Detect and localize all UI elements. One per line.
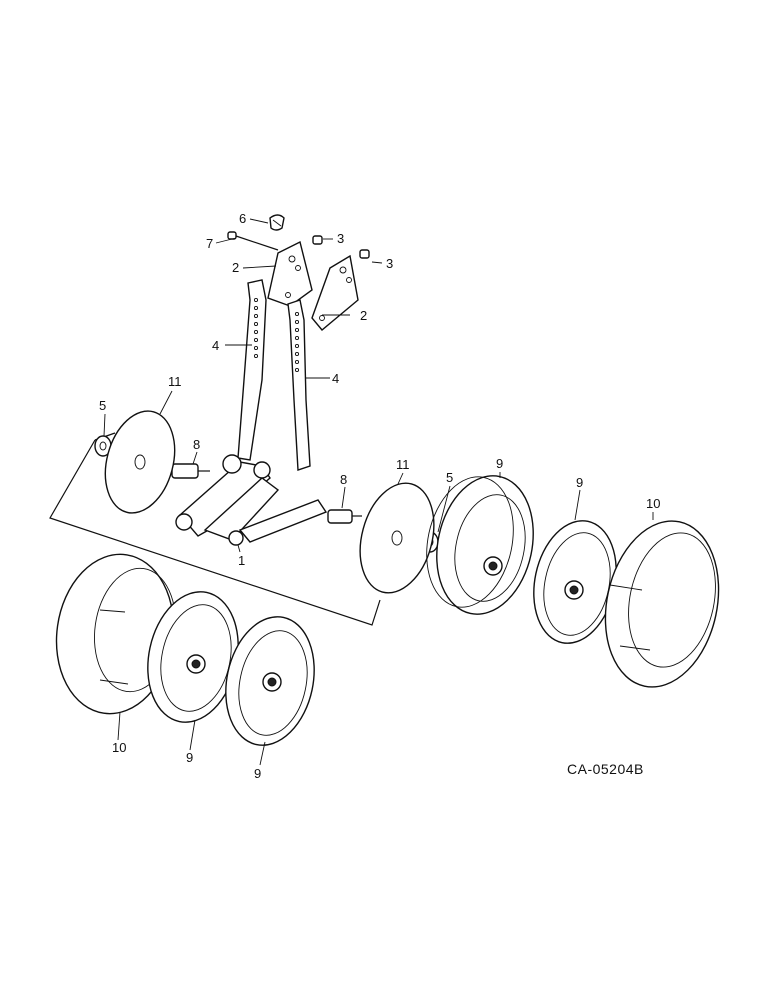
plate-part-left	[267, 240, 313, 307]
callout-10-left: 10	[112, 740, 126, 755]
wheel-part-right-rear	[533, 520, 617, 644]
pin-part-left	[171, 463, 210, 479]
callout-11-right: 11	[396, 457, 410, 472]
frame-part	[175, 454, 328, 546]
nut-part-lower	[359, 249, 370, 259]
drawing-code: CA-05204B	[567, 761, 644, 777]
callout-8-left: 8	[193, 437, 200, 452]
leader-lines	[103, 218, 654, 766]
tire-part-right	[604, 520, 720, 688]
callout-8-right: 8	[340, 472, 347, 487]
arm-part-left	[237, 279, 267, 461]
callout-9-right-rear: 9	[576, 475, 583, 490]
callout-9-right-front: 9	[496, 456, 503, 471]
callout-1: 1	[238, 553, 245, 568]
disc-part-right	[359, 482, 435, 594]
bolt-part	[227, 231, 279, 251]
callout-2-left: 2	[232, 260, 239, 275]
callout-9-left-rear: 9	[254, 766, 261, 781]
callout-5-left: 5	[99, 398, 106, 413]
callout-3-upper: 3	[337, 231, 344, 246]
callout-11-left: 11	[168, 374, 182, 389]
callout-2-right: 2	[360, 308, 367, 323]
callout-3-lower: 3	[386, 256, 393, 271]
cap-part	[269, 214, 285, 231]
wheel-part-left-front	[147, 591, 239, 723]
wheel-part-left-rear	[225, 616, 315, 746]
plate-part-right	[311, 254, 359, 331]
callout-10-right: 10	[646, 496, 660, 511]
callout-9-left-front: 9	[186, 750, 193, 765]
nut-part-upper	[312, 235, 323, 245]
callout-6: 6	[239, 211, 246, 226]
pin-part-right	[327, 509, 362, 524]
callout-4-left: 4	[212, 338, 219, 353]
arm-part-right	[287, 299, 311, 471]
callout-5-right: 5	[446, 470, 453, 485]
callout-4-right: 4	[332, 371, 339, 386]
callout-7: 7	[206, 236, 213, 251]
disc-part-left	[104, 410, 176, 514]
